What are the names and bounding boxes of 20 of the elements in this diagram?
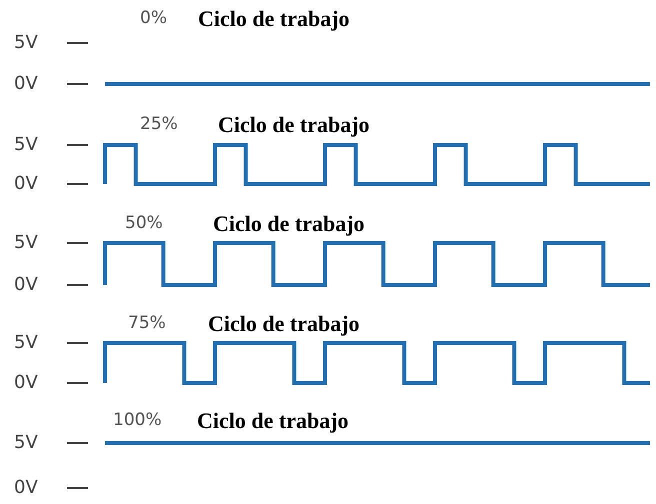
duty-percent: 75% [128,315,166,332]
duty-cycle-label: Ciclo de trabajo [197,410,349,432]
duty-percent: 25% [140,116,178,133]
duty-percent: 0% [140,10,167,27]
voltage-label: 5V [14,234,38,252]
duty-percent: 50% [125,215,163,232]
voltage-label: 5V [14,434,38,452]
voltage-label: 0V [14,75,38,93]
duty-cycle-label: Ciclo de trabajo [198,8,350,30]
voltage-label: 0V [14,276,38,294]
duty-cycle-label: Ciclo de trabajo [213,213,365,235]
voltage-label: 5V [14,34,38,52]
voltage-label: 5V [14,136,38,154]
duty-cycle-label: Ciclo de trabajo [208,313,360,335]
voltage-label: 0V [14,175,38,193]
voltage-label: 0V [14,479,38,497]
voltage-label: 5V [14,334,38,352]
duty-percent: 100% [113,412,162,429]
duty-cycle-label: Ciclo de trabajo [218,114,370,136]
voltage-label: 0V [14,374,38,392]
